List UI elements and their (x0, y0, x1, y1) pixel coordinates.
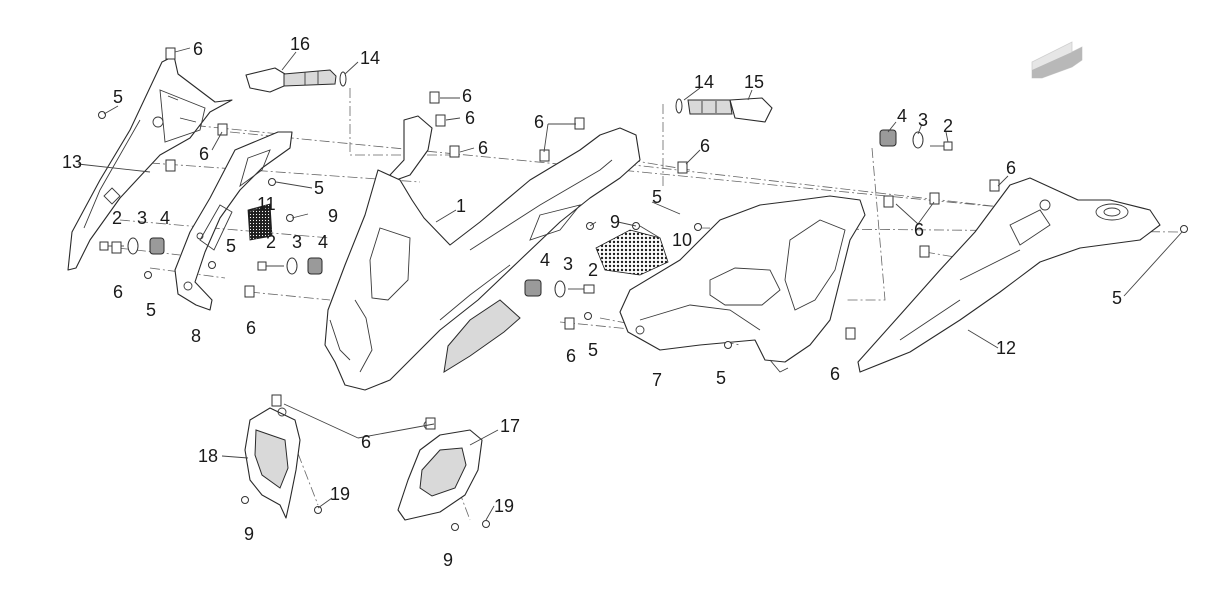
hardware-stack-right (879, 129, 953, 151)
callout-11: 11 (257, 194, 276, 214)
direction-arrow-icon (1031, 41, 1083, 79)
callout-7: 7 (652, 370, 662, 390)
callout-3: 3 (292, 232, 302, 252)
callout-leaders (77, 47, 1183, 521)
callout-13: 13 (62, 152, 82, 172)
callout-14: 14 (694, 72, 714, 92)
part-15-right-turn-signal (675, 97, 773, 123)
callout-6: 6 (246, 318, 256, 338)
part-7-right-inner-panel (619, 195, 866, 373)
callout-6: 6 (566, 346, 576, 366)
callout-18: 18 (198, 446, 218, 466)
callout-5: 5 (1112, 288, 1122, 308)
callout-6: 6 (465, 108, 475, 128)
callout-4: 4 (897, 106, 907, 126)
part-8-left-inner-bracket (174, 131, 293, 311)
callout-6: 6 (462, 86, 472, 106)
callout-17: 17 (500, 416, 520, 436)
callout-2: 2 (112, 208, 122, 228)
callout-14: 14 (360, 48, 380, 68)
callout-6: 6 (199, 144, 209, 164)
callout-4: 4 (160, 208, 170, 228)
callout-5: 5 (588, 340, 598, 360)
callout-6: 6 (914, 220, 924, 240)
hardware-stack-center (524, 279, 595, 298)
callout-16: 16 (290, 34, 310, 54)
part-13-left-upper-panel (67, 55, 233, 271)
callout-5: 5 (113, 87, 123, 107)
callout-5: 5 (146, 300, 156, 320)
callout-9: 9 (328, 206, 338, 226)
callout-4: 4 (540, 250, 550, 270)
callout-labels: 6 16 14 5 13 6 5 11 9 2 3 4 6 5 5 2 3 4 … (62, 34, 1122, 570)
part-11-small-mesh (247, 203, 273, 241)
callout-10: 10 (672, 230, 692, 250)
callout-6: 6 (193, 39, 203, 59)
callout-19: 19 (494, 496, 514, 516)
callout-6: 6 (113, 282, 123, 302)
callout-5: 5 (226, 236, 236, 256)
callout-6: 6 (700, 136, 710, 156)
callout-9: 9 (443, 550, 453, 570)
callout-2: 2 (266, 232, 276, 252)
screws (98, 111, 1188, 531)
callout-12: 12 (996, 338, 1016, 358)
callout-4: 4 (318, 232, 328, 252)
callout-6: 6 (1006, 158, 1016, 178)
callout-3: 3 (918, 110, 928, 130)
callout-15: 15 (744, 72, 764, 92)
hardware-stack-left (99, 237, 323, 275)
callout-3: 3 (137, 208, 147, 228)
part-10-large-mesh (595, 229, 669, 276)
callout-9: 9 (244, 524, 254, 544)
callout-6: 6 (361, 432, 371, 452)
clip-nuts (111, 47, 1000, 430)
part-12-right-side-panel (857, 177, 1161, 373)
callout-5: 5 (314, 178, 324, 198)
callout-2: 2 (943, 116, 953, 136)
callout-6: 6 (830, 364, 840, 384)
part-1-front-fairing (324, 115, 641, 391)
callout-5: 5 (716, 368, 726, 388)
callout-2: 2 (588, 260, 598, 280)
callout-6: 6 (478, 138, 488, 158)
callout-1: 1 (456, 196, 466, 216)
callout-19: 19 (330, 484, 350, 504)
callout-5: 5 (652, 187, 662, 207)
callout-6: 6 (534, 112, 544, 132)
part-17-lower-right-cover (397, 420, 483, 521)
part-18-lower-left-cover (244, 407, 301, 519)
callout-9: 9 (610, 212, 620, 232)
callout-3: 3 (563, 254, 573, 274)
part-16-left-turn-signal (245, 67, 347, 93)
callout-8: 8 (191, 326, 201, 346)
